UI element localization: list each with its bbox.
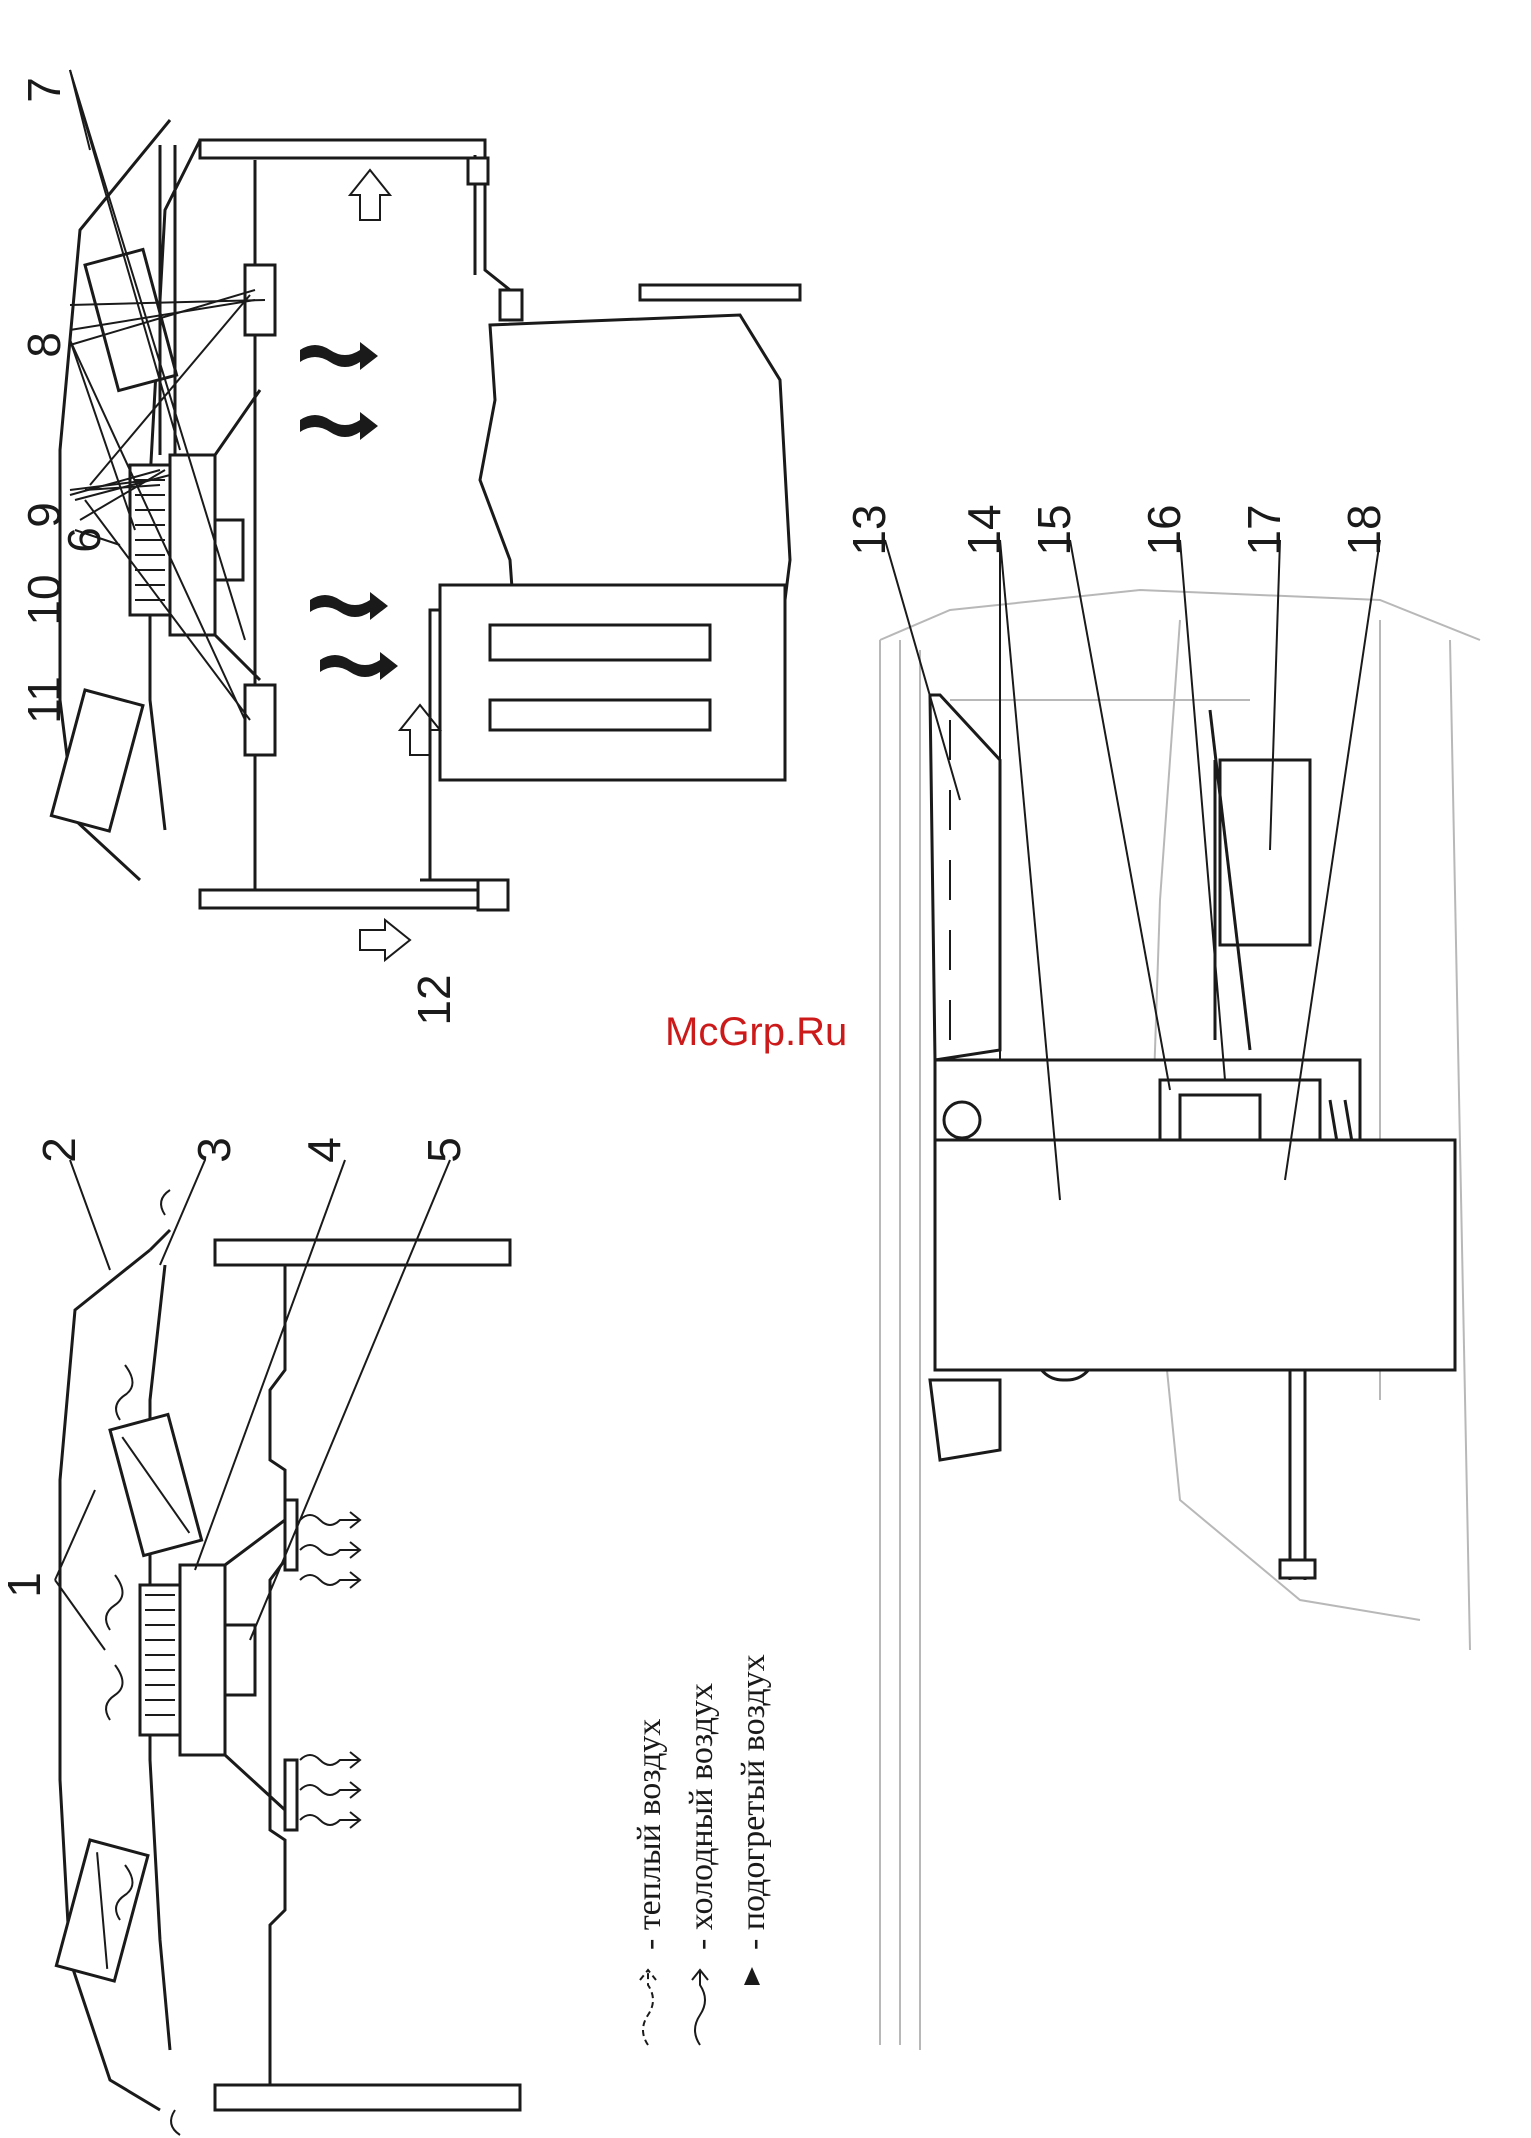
valve-9 <box>468 158 488 184</box>
watermark: McGrp.Ru <box>665 1010 847 1054</box>
legend-cold-air: - холодный воздух <box>683 1683 720 2045</box>
callout-4: 4 <box>298 1137 350 1163</box>
legend-warm-text: - теплый воздух <box>631 1719 668 1950</box>
callout-7: 7 <box>18 77 70 103</box>
lower-rail-channel <box>930 1380 1000 1460</box>
callout-9: 9 <box>18 502 70 528</box>
callout-15: 15 <box>1028 504 1080 555</box>
callout-3: 3 <box>188 1137 240 1163</box>
valve-10 <box>500 290 522 320</box>
filter-lower <box>56 1840 148 1981</box>
rail-channel <box>930 695 1000 1060</box>
callout-2: 2 <box>33 1137 85 1163</box>
valve-12 <box>478 880 508 910</box>
filter-upper <box>110 1414 202 1555</box>
callout-11: 11 <box>18 676 70 724</box>
ceiling-panel <box>270 1265 285 2085</box>
callout-16: 16 <box>1138 504 1190 555</box>
callout-18: 18 <box>1338 504 1390 555</box>
callout-13: 13 <box>843 504 895 555</box>
cab-wall-bottom <box>215 2085 520 2110</box>
cab-wall-top <box>215 1240 510 1265</box>
legend-cold-text: - холодный воздух <box>683 1683 720 1950</box>
callout-8: 8 <box>18 332 70 358</box>
lower-frame <box>935 1140 1455 1370</box>
flow-arrow-in <box>350 170 390 220</box>
heater-fan-motor <box>215 520 243 580</box>
heated-air-arrows <box>300 342 398 680</box>
cab-wall-bottom-2 <box>200 890 490 908</box>
fan-motor <box>225 1625 255 1695</box>
engine-bracket-b <box>490 700 710 730</box>
engine-base <box>440 585 785 780</box>
callout-14: 14 <box>958 504 1010 555</box>
leader-lines-top <box>70 70 265 720</box>
callout-1: 1 <box>0 1572 50 1598</box>
figure-bottom-right: 13 14 15 16 17 18 <box>843 504 1480 2050</box>
cab-wall-top-2 <box>200 140 485 158</box>
legend-heated-text: - подогретый воздух <box>735 1654 772 1950</box>
pipe-clamp <box>1280 1560 1315 1578</box>
body-edge-lines <box>880 640 920 2050</box>
callout-5: 5 <box>418 1137 470 1163</box>
engine-plate <box>640 285 800 300</box>
legend: - теплый воздух - холодный воздух - подо… <box>631 1654 772 2045</box>
callout-17: 17 <box>1238 504 1290 555</box>
fan-housing <box>180 1565 225 1755</box>
callout-10: 10 <box>18 574 70 625</box>
fan-radiator <box>140 1585 180 1735</box>
callout-12: 12 <box>408 974 460 1025</box>
figure-left-section: 1 2 3 4 5 <box>0 1137 520 2135</box>
figure-top-system: 7 6 8 9 10 11 12 <box>18 70 800 1026</box>
legend-heated-air: - подогретый воздух <box>735 1654 772 2045</box>
callout-6: 6 <box>58 527 110 553</box>
legend-warm-air: - теплый воздух <box>631 1719 668 2045</box>
leader-lines-left <box>55 1160 450 1650</box>
flow-arrow-engine <box>400 705 440 755</box>
engine-bracket-a <box>490 625 710 660</box>
flow-arrow-out <box>360 920 410 960</box>
